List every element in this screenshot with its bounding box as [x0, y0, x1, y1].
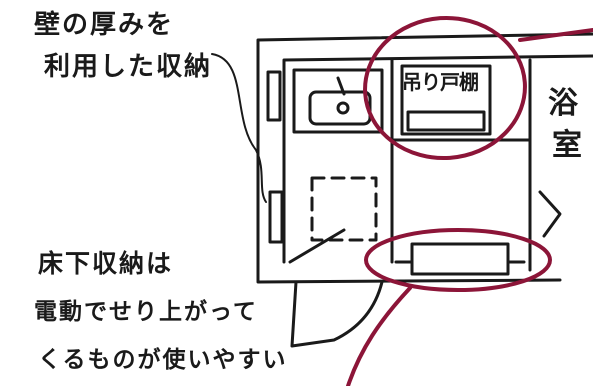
sink-basin	[308, 90, 372, 126]
highlight-arrow-lower	[346, 286, 412, 386]
underfloor-note-line3: くるものが使いやすい	[38, 347, 288, 373]
hanging-cabinet	[400, 64, 492, 136]
bath-label-char2: 室	[552, 128, 582, 163]
leader-line-upper	[211, 53, 267, 203]
wall-storage-note-line1: 壁の厚みを	[34, 10, 175, 40]
sink-counter	[292, 68, 384, 134]
outer-wall	[256, 32, 593, 284]
divider-wall	[390, 58, 532, 142]
highlight-arrow-upper	[518, 28, 593, 42]
entry-door	[288, 228, 384, 348]
wall-niche-upper	[266, 70, 282, 122]
underfloor-hatch	[310, 176, 378, 242]
highlight-circle-lower	[364, 228, 552, 292]
underfloor-note-line2: 電動でせり上がって	[34, 299, 258, 325]
sink-drain	[336, 101, 350, 115]
hanging-cabinet-label: 吊り戸棚	[402, 70, 479, 94]
wall-storage-note-line2: 利用した収納	[44, 52, 213, 82]
hanging-cabinet-base	[406, 110, 486, 132]
bath-door	[538, 190, 562, 238]
bath-label-char1: 浴	[548, 86, 578, 121]
underfloor-note-line1: 床下収納は	[38, 249, 174, 278]
underfloor-storage-box	[410, 242, 510, 276]
highlight-circle-upper	[363, 15, 527, 161]
sink-faucet	[336, 76, 346, 96]
wall-niche-lower	[268, 190, 284, 244]
